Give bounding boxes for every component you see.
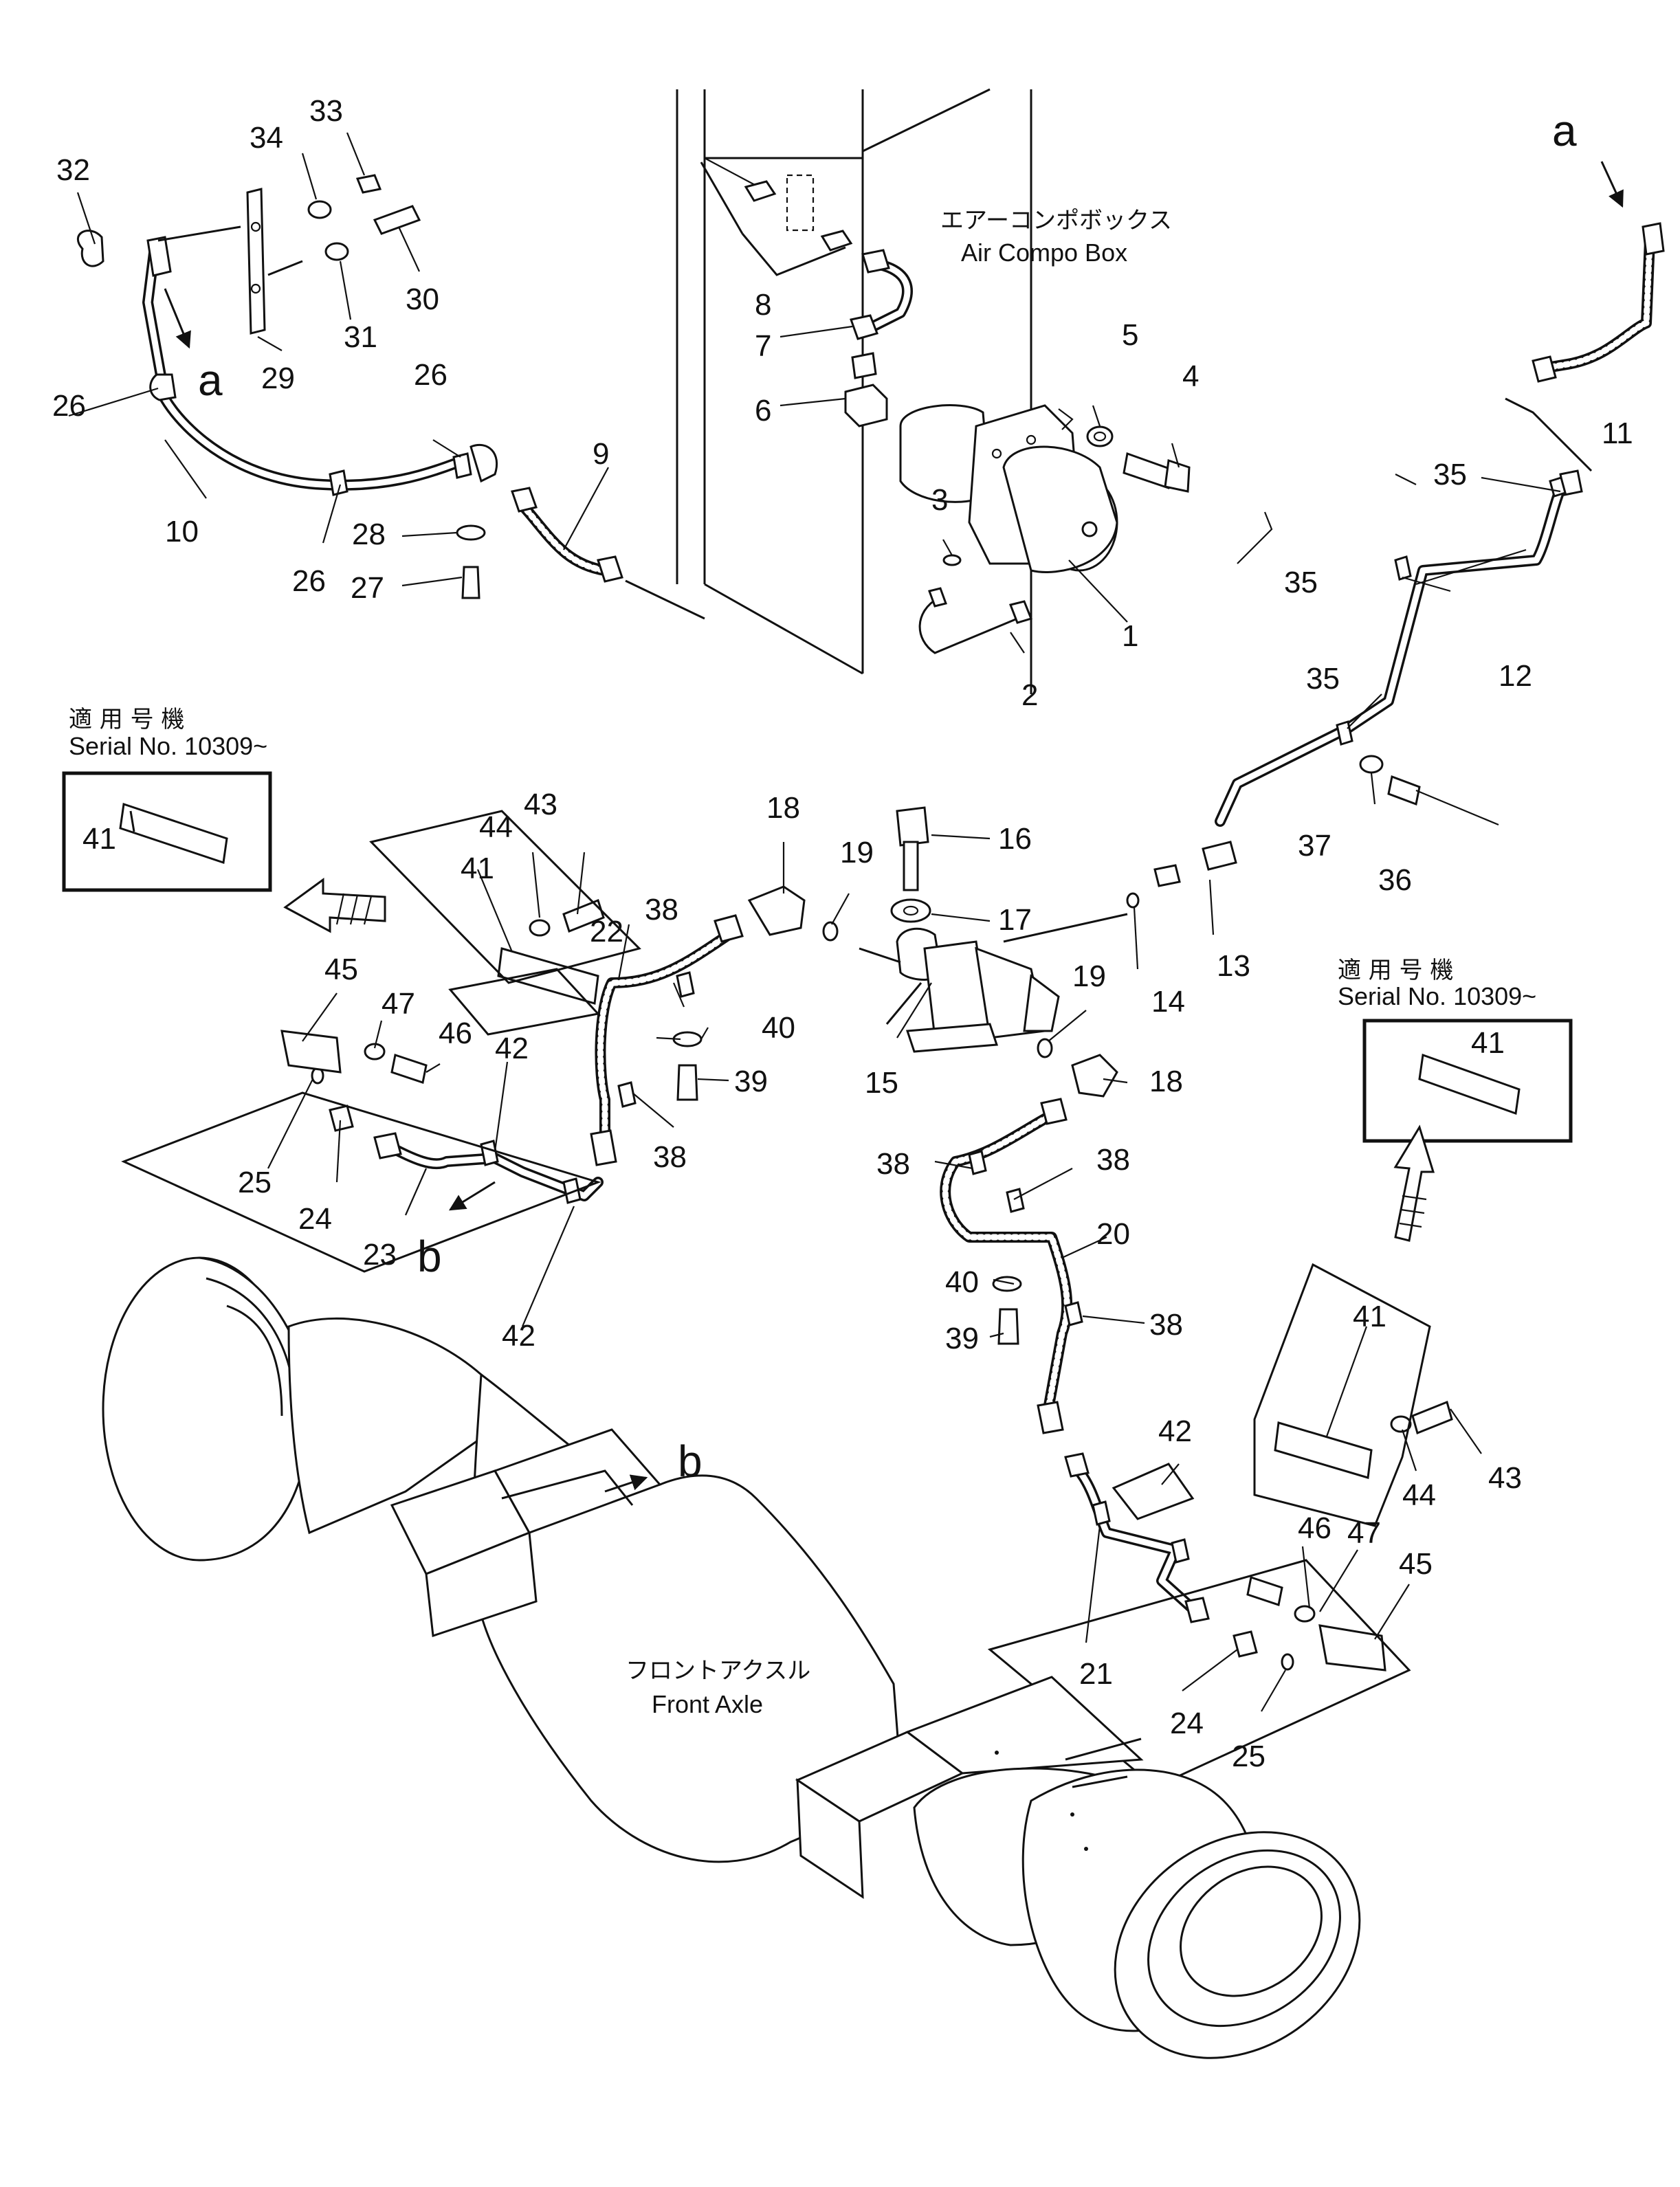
part-number-42-b: 42	[502, 1319, 535, 1353]
part-number-6: 6	[755, 394, 771, 428]
part-number-24-right: 24	[1170, 1707, 1204, 1740]
part-number-25-left: 25	[238, 1166, 272, 1199]
part-number-22: 22	[590, 915, 623, 948]
part-number-41-left: 41	[461, 852, 494, 885]
valve-15	[896, 927, 1060, 1053]
part-number-38-b: 38	[653, 1140, 687, 1174]
part-number-38-d: 38	[1096, 1143, 1130, 1177]
part-number-18-top: 18	[766, 791, 800, 825]
part-number-2: 2	[1021, 678, 1038, 712]
part-number-15: 15	[865, 1066, 898, 1100]
part-number-47-left: 47	[382, 987, 415, 1021]
part-number-40-right: 40	[945, 1265, 979, 1299]
part-number-14: 14	[1151, 985, 1185, 1019]
part-number-41-inset-right: 41	[1471, 1026, 1505, 1060]
part-number-39-right: 39	[945, 1322, 979, 1355]
serial-inset-left	[62, 771, 272, 892]
part-number-44-left: 44	[479, 810, 513, 844]
serial-jp-label-right: 適 用 号 機	[1338, 957, 1453, 984]
part-number-28: 28	[352, 518, 386, 551]
part-number-12: 12	[1499, 659, 1532, 693]
air-compo-box-en-label: Air Compo Box	[961, 238, 1127, 267]
part-number-26-c: 26	[292, 564, 326, 598]
part-number-33: 33	[309, 94, 343, 128]
view-a-marker-right: a	[1552, 106, 1577, 155]
part-number-39-left: 39	[734, 1065, 768, 1098]
compressor-1	[899, 404, 1118, 573]
serial-jp-label-left: 適 用 号 機	[69, 706, 184, 733]
part-number-46-right: 46	[1298, 1511, 1331, 1545]
part-number-41-right: 41	[1353, 1300, 1386, 1333]
fitting-group-8	[700, 162, 853, 276]
part-number-9: 9	[593, 437, 609, 471]
part-number-32: 32	[56, 153, 90, 187]
part-number-38-e: 38	[1149, 1308, 1183, 1342]
part-number-20: 20	[1096, 1217, 1130, 1251]
part-number-34: 34	[250, 121, 283, 155]
front-axle	[102, 1256, 1361, 2059]
air-compo-box-jp-label: エアーコンポボックス	[940, 207, 1172, 234]
part-number-38-a: 38	[645, 893, 678, 926]
serial-inset-right	[1362, 1019, 1573, 1143]
part-number-19-top: 19	[840, 836, 874, 869]
part-number-25-right: 25	[1232, 1740, 1265, 1773]
part-number-36: 36	[1378, 863, 1412, 897]
part-number-3: 3	[931, 483, 948, 517]
part-number-5: 5	[1122, 318, 1138, 352]
part-number-38-c: 38	[876, 1147, 910, 1181]
part-number-21: 21	[1079, 1657, 1113, 1691]
view-b-marker-left: b	[417, 1232, 442, 1281]
part-number-47-right: 47	[1347, 1516, 1381, 1550]
part-number-41-inset-left: 41	[82, 822, 116, 856]
part-number-30: 30	[406, 282, 439, 316]
serial-en-label-left: Serial No. 10309~	[69, 732, 267, 760]
front-axle-en-label: Front Axle	[652, 1690, 763, 1718]
part-number-43-right: 43	[1488, 1461, 1522, 1495]
part-number-42-a: 42	[495, 1032, 529, 1065]
part-number-31: 31	[344, 320, 377, 354]
part-number-17: 17	[998, 903, 1032, 937]
part-number-8: 8	[755, 288, 771, 322]
part-number-43-left: 43	[524, 788, 557, 821]
part-number-27: 27	[351, 571, 384, 605]
part-number-26-a: 26	[52, 389, 86, 423]
leader-lines	[68, 132, 1561, 1712]
part-number-45-right: 45	[1399, 1547, 1433, 1581]
part-number-29: 29	[261, 362, 295, 395]
part-number-4: 4	[1182, 359, 1199, 393]
part-number-10: 10	[165, 515, 199, 548]
part-number-7: 7	[755, 329, 771, 363]
part-number-24-left: 24	[298, 1202, 332, 1236]
part-number-26-b: 26	[414, 358, 447, 392]
view-a-marker-left: a	[198, 355, 223, 405]
part-number-35-b: 35	[1284, 566, 1318, 599]
part-number-labels: 1 2 3 4 5 6 7 8 9 10 11 12 13 14 15 16 1…	[52, 94, 1633, 1773]
part-number-44-right: 44	[1402, 1478, 1436, 1512]
part-number-45-left: 45	[324, 953, 358, 986]
serial-en-label-right: Serial No. 10309~	[1338, 982, 1536, 1010]
part-number-46-left: 46	[439, 1017, 472, 1050]
part-number-16: 16	[998, 822, 1032, 856]
part-number-19-bottom: 19	[1072, 959, 1106, 993]
part-number-35-c: 35	[1306, 662, 1340, 696]
part-number-35-a: 35	[1433, 458, 1467, 491]
part-number-11: 11	[1602, 417, 1633, 450]
air-compo-box	[676, 88, 1032, 694]
part-number-18-bottom: 18	[1149, 1065, 1183, 1098]
part-number-13: 13	[1217, 949, 1250, 983]
part-number-23: 23	[363, 1238, 397, 1272]
part-number-40-left: 40	[762, 1011, 795, 1045]
front-axle-jp-label: フロントアクスル	[626, 1657, 810, 1685]
part-number-1: 1	[1122, 619, 1138, 653]
view-b-marker-axle: b	[678, 1436, 703, 1486]
part-number-37: 37	[1298, 829, 1331, 863]
part-number-42-c: 42	[1158, 1414, 1192, 1448]
